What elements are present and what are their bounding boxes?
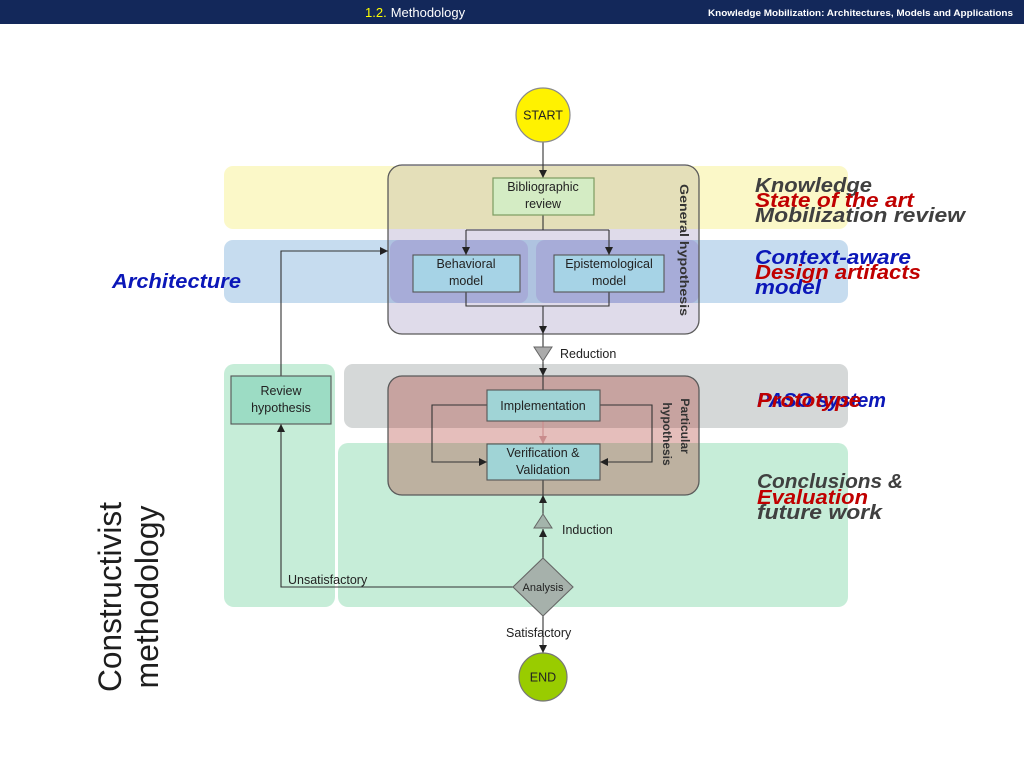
evaluation-band bbox=[338, 443, 848, 607]
bibliographic-review-label: Bibliographic review bbox=[507, 180, 579, 211]
induction-label: Induction bbox=[562, 523, 613, 537]
analysis-label: Analysis bbox=[523, 582, 564, 594]
review-loop-area bbox=[224, 364, 335, 607]
review-hypothesis-box bbox=[230, 375, 332, 425]
design-artifacts-label: Design artifacts bbox=[755, 262, 921, 284]
evaluation-label: Evaluation bbox=[757, 487, 868, 509]
end-label: END bbox=[530, 671, 556, 685]
bibliographic-review-line-1: Bibliographic bbox=[507, 180, 579, 194]
conclusions-label: Conclusions & bbox=[757, 471, 903, 493]
implementation-box bbox=[486, 389, 601, 422]
start-node bbox=[515, 87, 571, 143]
bibliographic-review-box bbox=[492, 177, 595, 216]
connector-unsatisfactory bbox=[277, 424, 513, 588]
implementation-label: Implementation bbox=[500, 399, 586, 413]
connector-models-join bbox=[465, 292, 610, 307]
connector-loop-right bbox=[600, 404, 653, 466]
section-number: 1.2. bbox=[365, 5, 387, 20]
bibliographic-review-line-2: review bbox=[525, 197, 562, 211]
verification-validation-line-1: Verification & bbox=[507, 446, 581, 460]
epistemological-model-line-1: Epistemological bbox=[565, 257, 653, 271]
header-bar bbox=[0, 0, 1024, 24]
connector-review-hypothesis-to-general bbox=[280, 247, 388, 376]
end-node bbox=[518, 652, 568, 702]
prototype-label: Prototype bbox=[757, 390, 861, 412]
future-work-label: future work bbox=[757, 502, 883, 524]
reduction-triangle bbox=[533, 346, 553, 362]
methodology-diagram: START Bibliographic review Behavioral mode… bbox=[224, 87, 848, 702]
general-hypothesis-label: General hypothesis bbox=[677, 184, 691, 316]
epistemological-model-box bbox=[553, 254, 665, 293]
review-hypothesis-line-1: Review bbox=[261, 384, 303, 398]
state-of-the-art-label: State of the art bbox=[755, 190, 916, 212]
side-labels: Architecture Knowledge Mobilization revi… bbox=[92, 175, 967, 692]
unsatisfactory-label: Unsatisfactory bbox=[288, 573, 368, 587]
connector-loop-left bbox=[431, 404, 487, 466]
design-artifacts-band bbox=[224, 240, 848, 303]
context-aware-label: Context-aware bbox=[755, 247, 911, 269]
epistemological-model-label: Epistemological model bbox=[565, 257, 653, 288]
model-label: model bbox=[755, 277, 821, 299]
constructivist-label: Constructivist bbox=[92, 502, 128, 692]
header: 1.2. Methodology Knowledge Mobilization: … bbox=[0, 0, 1024, 24]
verification-validation-label: Verification & Validation bbox=[507, 446, 581, 477]
review-hypothesis-label: Review hypothesis bbox=[251, 384, 311, 415]
verification-validation-box bbox=[486, 443, 601, 481]
methodology-label: methodology bbox=[129, 506, 165, 689]
section-title: Methodology bbox=[391, 5, 466, 20]
connector-bibliographic-review-split bbox=[466, 215, 609, 231]
knowledge-label: Knowledge bbox=[755, 175, 872, 197]
paso-system-label: PASO system bbox=[757, 390, 886, 412]
presentation-title: Knowledge Mobilization: Architectures, M… bbox=[708, 8, 1013, 19]
behavioral-model-line-1: Behavioral bbox=[436, 257, 495, 271]
epistemological-model-line-2: model bbox=[592, 274, 626, 288]
mobilization-review-label: Mobilization review bbox=[755, 205, 967, 227]
induction-triangle bbox=[533, 513, 553, 529]
start-label: START bbox=[523, 109, 563, 123]
analysis-diamond bbox=[512, 557, 574, 617]
particular-hypothesis-line-1: Particular bbox=[678, 398, 692, 454]
behavioral-model-box bbox=[412, 254, 521, 293]
architecture-label: Architecture bbox=[111, 271, 241, 293]
section-heading: 1.2. Methodology bbox=[365, 5, 466, 20]
particular-hypothesis-line-2: hypothesis bbox=[660, 402, 674, 466]
review-hypothesis-line-2: hypothesis bbox=[251, 401, 311, 415]
behavioral-model-label: Behavioral model bbox=[436, 257, 495, 288]
satisfactory-label: Satisfactory bbox=[506, 626, 572, 640]
verification-validation-line-2: Validation bbox=[516, 463, 570, 477]
behavioral-model-line-2: model bbox=[449, 274, 483, 288]
reduction-label: Reduction bbox=[560, 347, 616, 361]
